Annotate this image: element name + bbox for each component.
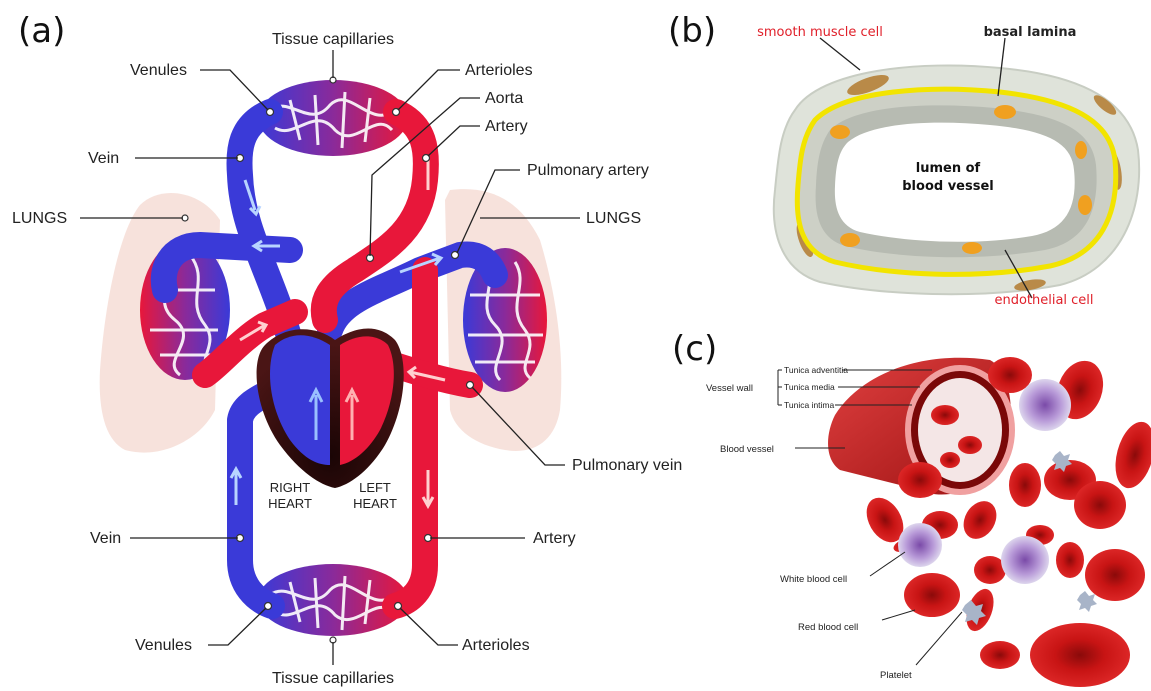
circulation-svg: (a) (0, 0, 700, 691)
label-lumen-1: lumen of (916, 161, 981, 176)
label-right-heart-1: RIGHT (270, 480, 311, 495)
panel-b-tag: (b) (668, 11, 716, 51)
label-blood-vessel: Blood vessel (720, 444, 774, 455)
label-vessel-wall: Vessel wall (706, 383, 753, 394)
label-arterioles-top: Arterioles (465, 62, 533, 79)
label-lungs-right: LUNGS (586, 210, 641, 227)
label-venules-bottom: Venules (135, 637, 192, 654)
label-basal-lamina: basal lamina (984, 25, 1077, 40)
panel-c-tag: (c) (672, 329, 717, 369)
panel-c-blood-cells: (c) (660, 320, 1151, 691)
label-tissue-capillaries-bottom: Tissue capillaries (272, 670, 394, 687)
panel-a-circulation-diagram: (a) (0, 0, 700, 691)
label-platelet: Platelet (880, 670, 912, 681)
label-tunica-intima: Tunica intima (784, 400, 835, 410)
label-red-blood-cell: Red blood cell (798, 622, 858, 633)
label-endothelial-cell: endothelial cell (994, 293, 1093, 308)
label-vein-bottom: Vein (90, 530, 121, 547)
label-left-heart-2: HEART (353, 496, 397, 511)
label-tunica-media: Tunica media (784, 382, 835, 392)
label-tissue-capillaries-top: Tissue capillaries (272, 31, 394, 48)
label-smooth-muscle-cell: smooth muscle cell (757, 25, 883, 40)
panel-a-tag: (a) (18, 11, 65, 51)
leader-smooth-muscle (820, 38, 860, 70)
label-aorta: Aorta (485, 90, 523, 107)
label-lumen-2: blood vessel (902, 179, 994, 194)
label-artery-top: Artery (485, 118, 528, 135)
label-vein-top: Vein (88, 150, 119, 167)
label-venules-top: Venules (130, 62, 187, 79)
label-lungs-left: LUNGS (12, 210, 67, 227)
blood-cells-svg: (c) (660, 320, 1151, 691)
label-pulmonary-artery: Pulmonary artery (527, 162, 649, 179)
panel-b-vessel-cross-section: (b) smooth muscle cell basal lamina lume… (660, 0, 1151, 320)
label-tunica-adventitia: Tunica adventitia (784, 365, 848, 375)
label-arterioles-bottom: Arterioles (462, 637, 530, 654)
label-left-heart-1: LEFT (359, 480, 391, 495)
label-artery-bottom: Artery (533, 530, 576, 547)
label-right-heart-2: HEART (268, 496, 312, 511)
label-white-blood-cell: White blood cell (780, 574, 847, 585)
vessel-cross-section-svg: (b) smooth muscle cell basal lamina lume… (660, 0, 1151, 320)
